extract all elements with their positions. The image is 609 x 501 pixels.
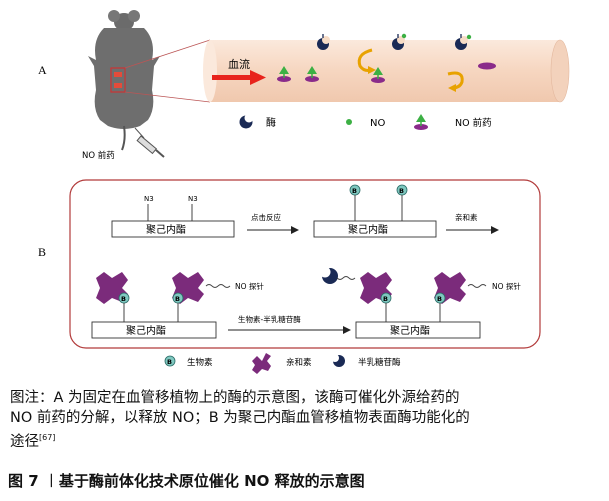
panel-b-frame <box>69 179 541 349</box>
pcl-substrate <box>355 321 481 339</box>
pcl-substrate-label: 聚己内酯 <box>390 324 430 337</box>
syringe-icon <box>134 127 165 158</box>
legend-prodrug-label: NO 前药 <box>455 117 492 129</box>
probe-linker <box>467 284 487 288</box>
legend-galactosidase-icon <box>331 354 345 367</box>
legend-avidin-icon <box>252 353 271 374</box>
biotin-icon: B <box>396 184 408 196</box>
svg-text:B: B <box>383 295 388 303</box>
pcl-substrate <box>91 321 217 339</box>
n3-group-label: N3 <box>188 195 198 203</box>
avidin-step-label: 亲和素 <box>455 212 478 222</box>
no-probe-label: NO 探针 <box>492 281 521 291</box>
legend-galactosidase-label: 半乳糖苷酶 <box>358 357 401 368</box>
biotin-icon: B <box>380 292 392 304</box>
biotin-icon: B <box>118 292 130 304</box>
caption-line: NO 前药的分解，以释放 NO；B 为聚己内酯血管移植物表面酶功能化的 <box>10 410 470 426</box>
caption: 图注：A 为固定在血管移植物上的酶的示意图，该酶可催化外源给药的 NO 前药的分… <box>10 388 600 452</box>
figure-title: 图 7 ︱基于酶前体化技术原位催化 NO 释放的示意图 <box>8 472 365 490</box>
legend-avidin-label: 亲和素 <box>286 357 312 368</box>
caption-line: 途径 <box>10 433 39 450</box>
syringe-prodrug-label: NO 前药 <box>82 150 115 161</box>
biotin-icon: B <box>434 292 446 304</box>
legend-enzyme-label: 酶 <box>266 116 276 129</box>
enzyme-icon <box>317 34 330 50</box>
pcl-substrate-label: 聚己内酯 <box>146 223 186 236</box>
svg-text:B: B <box>352 187 357 195</box>
enzyme-icon <box>455 34 468 50</box>
released-prodrug-residue <box>478 62 496 70</box>
panel-b-letter: B <box>38 245 46 259</box>
legend-enzyme-icon <box>239 113 254 129</box>
legend-no-icon <box>346 119 352 125</box>
svg-text:B: B <box>175 295 180 303</box>
no-molecule-icon <box>466 34 472 40</box>
schematic-figure: A NO 前药 血流 <box>38 10 570 374</box>
galactosidase-icon <box>319 266 338 284</box>
click-reaction-label: 点击反应 <box>251 212 281 222</box>
svg-text:B: B <box>121 295 126 303</box>
pcl-substrate <box>313 220 437 238</box>
biotin-galactosidase-label: 生物素-半乳糖苷酶 <box>238 314 301 324</box>
pcl-substrate <box>111 220 235 238</box>
probe-linker <box>205 284 231 288</box>
caption-line: 图注：A 为固定在血管移植物上的酶的示意图，该酶可催化外源给药的 <box>10 390 460 406</box>
svg-text:B: B <box>167 358 172 366</box>
enzyme-icon <box>392 34 405 50</box>
blood-flow-label: 血流 <box>228 57 250 71</box>
no-prodrug-icon <box>371 67 385 83</box>
reference-marker: [67] <box>39 433 56 442</box>
legend-biotin-label: 生物素 <box>187 357 213 368</box>
pcl-substrate-label: 聚己内酯 <box>348 223 388 236</box>
biotin-icon: B <box>349 184 361 196</box>
no-molecule-icon <box>401 33 407 39</box>
biotin-icon: B <box>172 292 184 304</box>
panel-a-letter: A <box>38 63 47 77</box>
mouse-illustration <box>88 10 160 151</box>
svg-text:B: B <box>399 187 404 195</box>
blood-vessel <box>203 39 570 103</box>
no-prodrug-icon <box>305 66 319 82</box>
pcl-substrate-label: 聚己内酯 <box>126 324 166 337</box>
legend-no-label: NO <box>370 118 385 129</box>
n3-group-label: N3 <box>144 195 154 203</box>
legend-prodrug-icon <box>414 114 428 130</box>
blood-flow-arrow <box>212 70 266 85</box>
svg-text:B: B <box>437 295 442 303</box>
no-prodrug-icon <box>277 66 291 82</box>
no-probe-label: NO 探针 <box>235 281 264 291</box>
legend-biotin-icon: B <box>164 355 176 367</box>
caption-line-with-ref: 途径[67] <box>10 428 600 452</box>
reaction-arrow <box>357 48 373 72</box>
reaction-arrow <box>447 71 464 90</box>
